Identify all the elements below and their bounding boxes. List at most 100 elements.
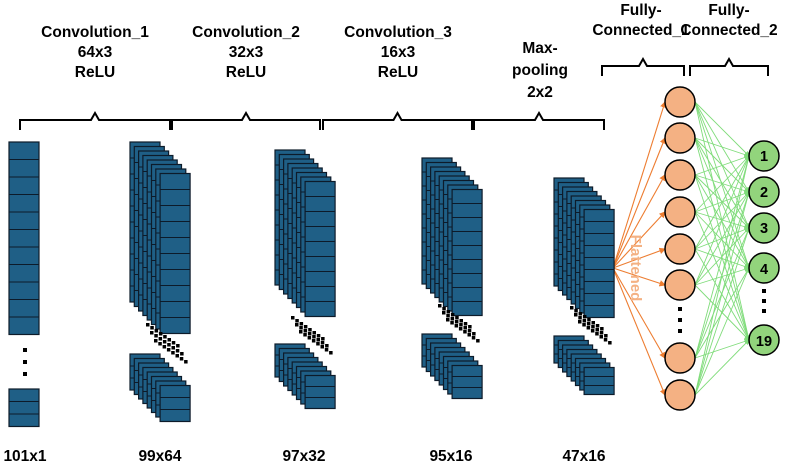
conv2-ellipsis bbox=[291, 316, 333, 355]
pool-stack-top-layer bbox=[583, 208, 615, 319]
dense-edge bbox=[694, 339, 750, 396]
pool-title-1: Max- bbox=[522, 40, 557, 57]
input-vector-bottom bbox=[8, 388, 40, 428]
conv1-ellipsis-dot bbox=[179, 357, 184, 361]
conv1-ellipsis-dot bbox=[146, 323, 150, 327]
input-ellipsis-dot bbox=[23, 348, 27, 352]
conv3-ellipsis-dot bbox=[467, 329, 472, 333]
conv1-stack-top-layer bbox=[159, 172, 191, 335]
conv2-brace bbox=[171, 110, 321, 130]
conv1-ellipsis-dot bbox=[154, 329, 159, 333]
flatten-edge bbox=[612, 267, 666, 397]
dense-edge bbox=[694, 191, 751, 396]
conv3-filters: 16x3 bbox=[381, 44, 416, 61]
conv2-ellipsis-dot bbox=[303, 333, 307, 337]
conv1-ellipsis-dot bbox=[176, 344, 180, 348]
pool-ellipsis-dot bbox=[599, 331, 604, 335]
dense-edge bbox=[694, 155, 750, 286]
conv3-ellipsis-dot bbox=[463, 322, 468, 326]
pool-size: 2x2 bbox=[527, 84, 553, 101]
input-vector-top-body bbox=[8, 141, 40, 336]
hidden-ellipsis-dot bbox=[678, 307, 682, 311]
conv3-stack-bottom-layer bbox=[451, 364, 483, 400]
conv2-ellipsis-dot bbox=[329, 351, 333, 355]
pool-ellipsis-dot bbox=[586, 322, 591, 326]
pool-brace bbox=[473, 110, 605, 130]
pool-stack-top bbox=[553, 177, 615, 319]
conv3-ellipsis-dot bbox=[450, 313, 455, 317]
conv1-dim-label: 99x64 bbox=[138, 448, 181, 464]
conv2-stack-bottom bbox=[274, 343, 336, 410]
conv3-ellipsis-dot bbox=[450, 321, 454, 325]
conv2-ellipsis-dot bbox=[316, 334, 321, 338]
pool-ellipsis-dot bbox=[587, 318, 591, 322]
pool-stack-top-layer-body bbox=[583, 208, 615, 319]
conv2-ellipsis-dot bbox=[308, 328, 312, 332]
pool-ellipsis-dot bbox=[578, 320, 582, 324]
pool-ellipsis-dot bbox=[591, 325, 595, 329]
conv3-ellipsis-dot bbox=[454, 320, 459, 324]
pool-stack-bottom bbox=[553, 335, 615, 396]
conv2-stack-top bbox=[274, 149, 336, 318]
hidden-node bbox=[664, 269, 696, 301]
output-label-19: 19 bbox=[756, 334, 772, 350]
pool-stack-bottom-layer bbox=[583, 366, 615, 396]
flatten-edge bbox=[612, 247, 667, 269]
conv1-ellipsis-dot bbox=[166, 348, 171, 352]
flatten-edge bbox=[612, 267, 666, 359]
output-ellipsis-dot bbox=[762, 309, 766, 313]
flattened-label: Flattened bbox=[627, 235, 644, 302]
conv3-ellipsis-dot bbox=[472, 332, 476, 336]
conv2-ellipsis-dot bbox=[307, 332, 312, 336]
dense-edge bbox=[694, 154, 750, 176]
output-node bbox=[748, 324, 780, 356]
hidden-node bbox=[664, 159, 696, 191]
pool-ellipsis-dot bbox=[578, 316, 582, 320]
dense-edge bbox=[694, 155, 751, 396]
conv3-ellipsis-dot bbox=[467, 333, 471, 337]
conv1-activation: ReLU bbox=[75, 64, 115, 81]
conv3-stack-top-layer bbox=[451, 188, 483, 317]
conv2-ellipsis-dot bbox=[325, 344, 329, 348]
conv1-ellipsis-dot bbox=[171, 351, 175, 355]
output-label-2: 2 bbox=[760, 185, 768, 201]
conv1-ellipsis-dot bbox=[154, 334, 158, 338]
conv2-ellipsis-dot bbox=[303, 329, 308, 333]
input-vector-top bbox=[8, 141, 40, 336]
conv1-stack-bottom-layer bbox=[159, 384, 191, 423]
conv3-brace bbox=[322, 110, 473, 130]
output-node bbox=[748, 252, 780, 284]
conv2-ellipsis-dot bbox=[321, 337, 325, 341]
layer-braces bbox=[19, 56, 769, 130]
conv2-stack-top-layer-body bbox=[304, 180, 336, 318]
conv1-ellipsis-dot bbox=[162, 345, 167, 349]
conv2-ellipsis-dot bbox=[316, 342, 320, 346]
flatten-edge bbox=[612, 100, 667, 269]
conv2-activation: ReLU bbox=[226, 64, 266, 81]
input-ellipsis-dot bbox=[23, 372, 27, 376]
flatten-edge bbox=[612, 174, 666, 269]
conv3-ellipsis-dot bbox=[476, 339, 480, 343]
dense-edge bbox=[694, 338, 750, 359]
conv1-stack-bottom-layer-body bbox=[159, 384, 191, 423]
pool-ellipsis bbox=[570, 306, 612, 345]
output-label-3: 3 bbox=[760, 221, 768, 237]
conv2-filters: 32x3 bbox=[229, 44, 264, 61]
pool-ellipsis-dot bbox=[582, 315, 587, 319]
conv3-activation: ReLU bbox=[378, 64, 418, 81]
conv2-stack-bottom-layer-body bbox=[304, 374, 336, 410]
conv2-ellipsis-dot bbox=[307, 336, 312, 340]
conv3-ellipsis-dot bbox=[455, 316, 459, 320]
flatten-edge bbox=[612, 267, 667, 287]
hidden-node bbox=[664, 196, 696, 228]
conv1-ellipsis-dot bbox=[167, 338, 171, 342]
pool-ellipsis-dot bbox=[586, 326, 591, 330]
flatten-edge bbox=[612, 211, 666, 269]
conv1-ellipsis-dot bbox=[184, 360, 188, 364]
conv1-ellipsis-dot bbox=[150, 326, 154, 330]
pool-ellipsis-dot bbox=[574, 313, 578, 317]
dense-edge bbox=[694, 137, 750, 158]
dense-edge bbox=[694, 155, 751, 359]
conv2-dim-label: 97x32 bbox=[282, 448, 325, 464]
conv1-filters: 64x3 bbox=[78, 44, 113, 61]
